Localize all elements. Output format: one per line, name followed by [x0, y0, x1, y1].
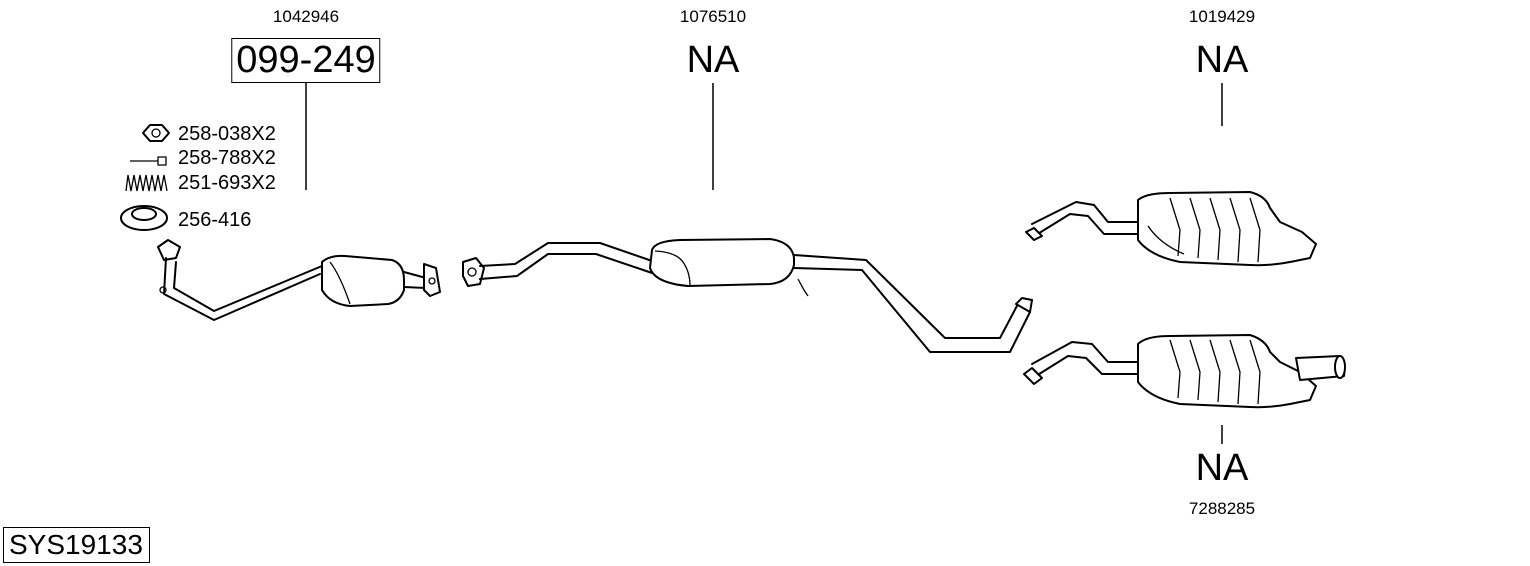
oe-number-centre-silencer: 1076510	[679, 7, 747, 26]
accessory-code-spring[interactable]: 251-693X2	[178, 172, 276, 194]
accessory-code-gasket[interactable]: 256-416	[178, 209, 252, 231]
part-code-front-pipe[interactable]: 099-249	[231, 38, 381, 83]
part-code-centre-silencer[interactable]: NA	[686, 39, 740, 81]
system-label: SYS19133	[3, 527, 150, 563]
accessory-code-bolt[interactable]: 258-788X2	[178, 147, 276, 169]
oe-number-rear-upper: 1019429	[1188, 7, 1256, 26]
front-pipe-catalyst-drawing	[157, 239, 441, 321]
part-code-rear-lower[interactable]: NA	[1195, 447, 1249, 489]
rear-silencer-lower-drawing	[1023, 334, 1346, 409]
nut-icon	[142, 124, 170, 142]
bolt-icon	[130, 156, 167, 166]
oe-number-rear-lower: 7288285	[1188, 499, 1256, 518]
oe-number-front-pipe: 1042946	[272, 7, 340, 26]
part-code-rear-upper[interactable]: NA	[1195, 39, 1249, 81]
spring-icon	[125, 174, 168, 192]
gasket-ring-icon	[120, 205, 168, 231]
rear-silencer-upper-drawing	[1025, 191, 1317, 267]
accessory-code-nut[interactable]: 258-038X2	[178, 123, 276, 145]
centre-silencer-drawing	[462, 238, 1033, 353]
